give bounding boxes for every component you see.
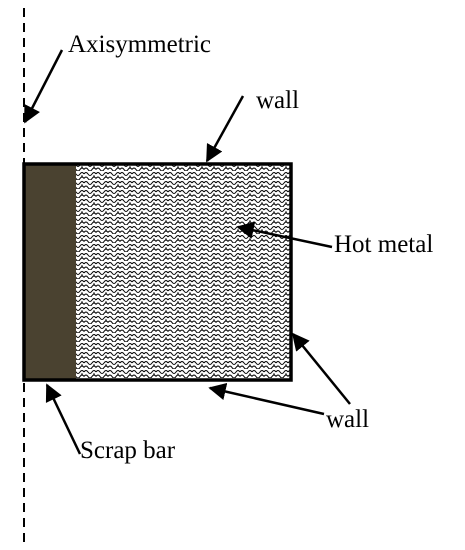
scrap-bar-region: [24, 164, 76, 380]
hot-metal-region: [76, 164, 290, 380]
wall-top-arrow: [205, 95, 245, 163]
hot-metal-arrow: [236, 221, 333, 249]
wall-bottom-arrow: [208, 382, 325, 416]
hot-metal-label: Hot metal: [334, 231, 433, 258]
scrap-bar-label: Scrap bar: [80, 437, 176, 464]
wall-top-label: wall: [256, 87, 299, 114]
wall-bottom-label: wall: [326, 406, 369, 433]
wall-right-arrow: [291, 332, 351, 405]
axisymmetric-label: Axisymmetric: [68, 31, 211, 58]
axisymmetric-arrow: [23, 49, 64, 124]
container-wall-outline: [22, 162, 293, 382]
scrap-bar-arrow: [45, 383, 82, 455]
